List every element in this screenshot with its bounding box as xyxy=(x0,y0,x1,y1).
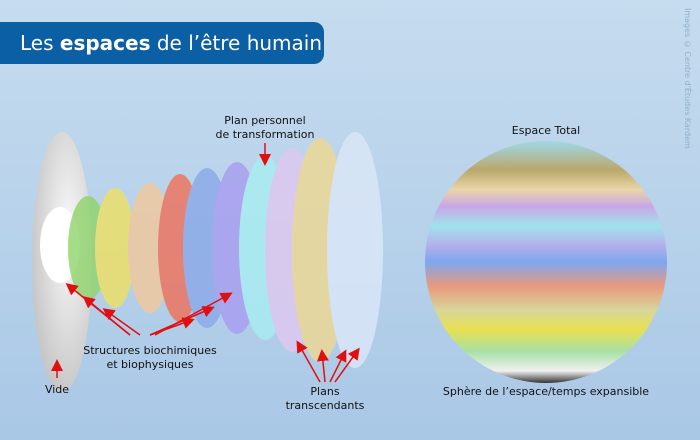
title-bold: espaces xyxy=(59,31,151,55)
total-sphere xyxy=(425,141,667,383)
label-line: Plans xyxy=(310,385,340,398)
label-line: transcendants xyxy=(285,399,365,412)
label-line: Structures biochimiques xyxy=(83,344,217,357)
arrows xyxy=(51,143,360,383)
label-espace-total: Espace Total xyxy=(511,124,581,137)
label-line: Plan personnel xyxy=(224,114,306,127)
page-title: Les espaces de l’être humain xyxy=(0,22,324,64)
label-vide: Vide xyxy=(44,383,70,396)
image-credit: Images © Centre d'Études Kardem xyxy=(683,8,692,149)
layer-lightblue xyxy=(327,132,383,368)
label-line: de transformation xyxy=(215,128,315,141)
label-sphere: Sphère de l’espace/temps expansible xyxy=(442,385,650,398)
layer-yellow xyxy=(95,188,135,308)
title-pre: Les xyxy=(20,31,60,55)
title-post: de l’être humain xyxy=(150,31,323,55)
label-line: et biophysiques xyxy=(106,358,194,371)
